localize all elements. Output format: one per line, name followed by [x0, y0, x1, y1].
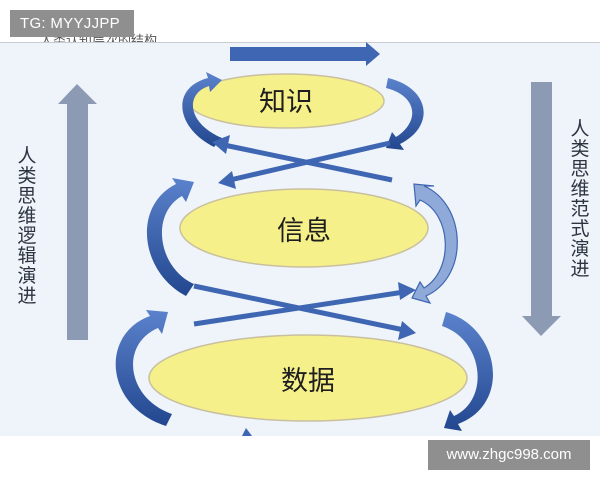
cropped-heading: 人类认知层次的结构 — [40, 34, 158, 42]
right-down-arrow — [522, 82, 561, 336]
data-label: 数据 — [281, 366, 335, 397]
information-ellipse — [179, 188, 429, 268]
bottom-left-cycle-arrow — [115, 310, 172, 426]
lower-cross-arrows — [193, 282, 416, 340]
top-right-cycle-arrow — [386, 78, 424, 150]
watermark-site: www.zhgc998.com — [428, 440, 590, 470]
left-up-arrow — [58, 84, 97, 340]
information-label: 信息 — [277, 216, 331, 247]
data-ellipse — [148, 334, 468, 422]
bottom-right-cycle-arrow — [442, 312, 493, 431]
middle-right-cycle-arrow — [411, 183, 458, 304]
top-left-cycle-arrow — [182, 72, 222, 147]
knowledge-label: 知识 — [259, 87, 313, 118]
top-right-arrow — [230, 42, 380, 66]
watermark-tag: TG: MYYJJPP — [10, 10, 134, 37]
right-axis-label: 人类思维范式演进 — [570, 118, 590, 280]
bottom-partial-arrow — [242, 428, 252, 436]
left-axis-label: 人类思维逻辑演进 — [17, 145, 37, 307]
middle-left-cycle-arrow — [146, 178, 194, 296]
upper-cross-arrows — [212, 135, 393, 189]
top-divider — [0, 42, 600, 43]
